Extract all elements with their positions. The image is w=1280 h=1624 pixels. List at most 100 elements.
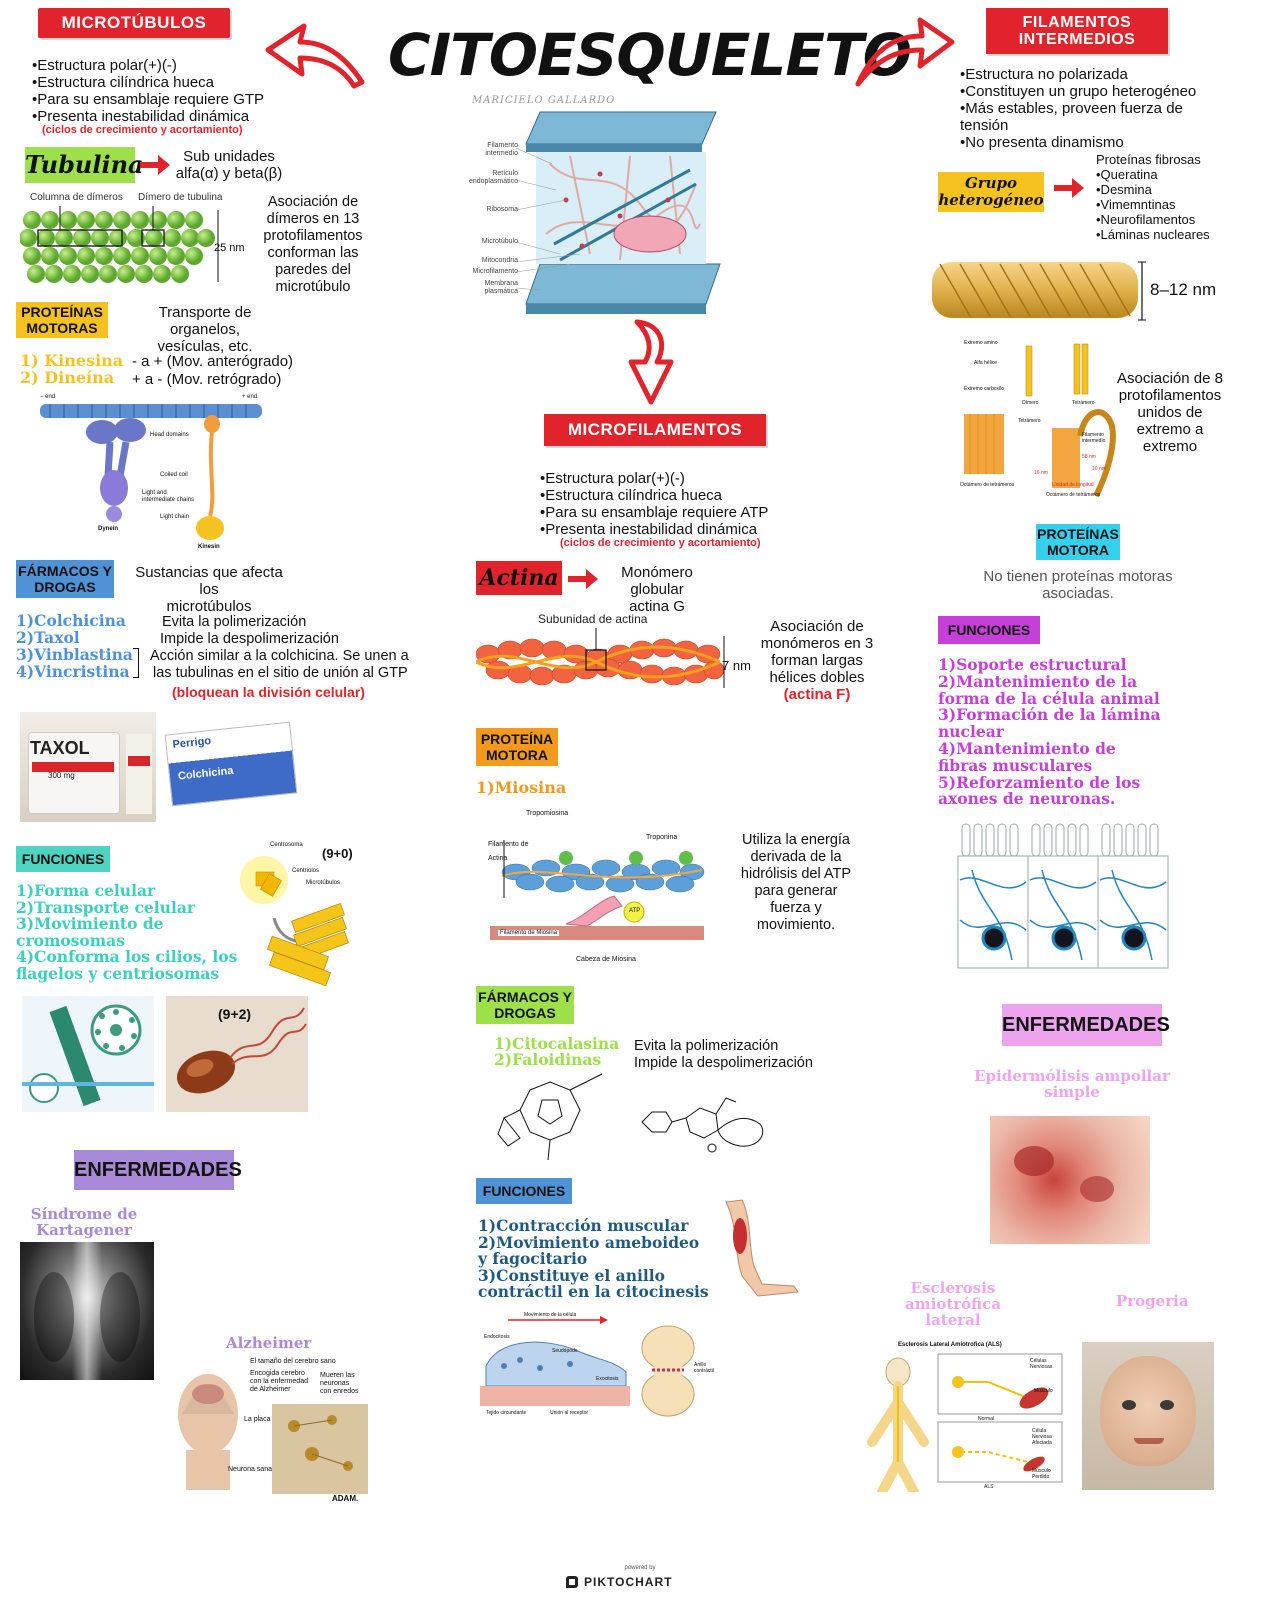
fig-label: El tamaño del cerebro sano xyxy=(250,1358,336,1365)
arrow-right-icon xyxy=(855,17,955,87)
fig-label: Dímero xyxy=(1022,400,1039,406)
assoc-line: protofilamentos xyxy=(263,228,363,244)
cytochalasin-structure xyxy=(641,1097,764,1153)
fig-label: Dynein xyxy=(98,526,119,532)
label-line: MOTORAS xyxy=(26,320,98,336)
label-line: PROTEÍNAS xyxy=(1037,526,1119,542)
cytokinesis-figure: Anillo contráctil xyxy=(638,1322,718,1418)
desc-line: asociadas. xyxy=(1042,585,1114,602)
microfilamentos-drugs: 1)Citocalasina 2)Faloidinas xyxy=(494,1036,619,1068)
fig-line: plasmática xyxy=(484,288,518,295)
filamentos-assoc: Asociación de 8 protofilamentos unidos d… xyxy=(1114,370,1226,455)
fig-label: Exocitosis xyxy=(596,1376,619,1382)
alzheimer-figure: El tamaño del cerebro sano Encogida cere… xyxy=(172,1354,372,1504)
bracket-icon xyxy=(133,648,139,678)
fig-label: Unión al receptor xyxy=(550,1410,589,1416)
microtubulos-funciones: 1)Forma celular 2)Transporte celular 3)M… xyxy=(16,882,238,982)
fig-label: Microtúbulos xyxy=(306,880,341,886)
fig-label: Filamento intermedio xyxy=(1082,432,1106,444)
fig-label: Filamento intermedio xyxy=(474,142,518,158)
centrosome-figure: Centrosoma Centriolos Microtúbulos (9+0) xyxy=(234,838,364,988)
prop-line: •Estructura polar(+)(-) xyxy=(540,470,685,487)
fig-label: Esclerosis Lateral Amiotrofica (ALS) xyxy=(898,1342,1002,1348)
desc-line: alfa(α) y beta(β) xyxy=(175,165,283,182)
fig-label: Alfa hélice xyxy=(974,360,998,366)
miosina-label: 1)Miosina xyxy=(476,778,567,797)
fig-label: Mueren las neuronas con enredos xyxy=(320,1372,359,1396)
desc-line: actina G xyxy=(629,598,685,615)
prop-line: •No presenta dinamismo xyxy=(960,134,1124,151)
als-figure: Esclerosis Lateral Amiotrofica (ALS) Cél… xyxy=(858,1342,1068,1492)
prop-line: •Estructura polar(+)(-) xyxy=(32,57,177,74)
microfilamentos-drug-effects: Evita la polimerización Impide la despol… xyxy=(634,1038,813,1072)
tubulina-label: Tubulina xyxy=(25,147,144,183)
taxol-text: TAXOL xyxy=(30,738,90,758)
fig-label: Filamento de Miosina xyxy=(498,930,560,936)
fig-label: Microtúbulo xyxy=(481,238,518,245)
fig-label: 25 nm xyxy=(214,242,245,254)
funcion-item: cromosomas xyxy=(16,930,125,950)
fig-label: Unidad de longitud xyxy=(1052,482,1094,488)
fig-label: (9+2) xyxy=(218,1006,252,1022)
assoc-line: extremo xyxy=(1142,438,1198,455)
taxol-mg: 300 mg xyxy=(48,771,75,780)
label-line: DROGAS xyxy=(34,579,96,595)
fig-line: de Alzheimer xyxy=(250,1386,291,1393)
fig-label: Normal xyxy=(978,1416,995,1422)
fig-line: Encogida cerebro xyxy=(250,1370,305,1377)
assoc-line: paredes del xyxy=(275,262,351,278)
farmacos-label-microfilamentos: FÁRMACOS Y DROGAS xyxy=(476,986,574,1024)
arrow-left-icon xyxy=(265,23,365,89)
assoc-line: extremo a xyxy=(1136,421,1204,438)
page-title: CITOESQUELETO xyxy=(388,21,912,89)
farmacos-label: FÁRMACOS Y DROGAS xyxy=(16,560,114,598)
funcion-item: 4)Mantenimiento de xyxy=(938,738,1116,758)
funcion-item: 5)Reforzamiento de los xyxy=(938,772,1141,792)
fig-label: ATP xyxy=(629,908,641,914)
assoc-note: (actina F) xyxy=(783,686,851,703)
fig-label: Coiled coil xyxy=(160,472,188,478)
fig-label: La placa xyxy=(244,1416,271,1423)
taxol-photo: TAXOL 300 mg xyxy=(20,712,156,822)
funcion-item: 4)Conforma los cilios, los xyxy=(16,947,238,966)
prop-line: •Estructura cilíndrica hueca xyxy=(32,74,214,91)
drug-list: 1)Colchicina 2)Taxol 3)Vinblastina 4)Vin… xyxy=(16,612,133,680)
assoc-line: conforman las xyxy=(267,245,359,261)
label-line: PROTEÍNA xyxy=(480,731,554,747)
funcion-item: 2)Transporte celular xyxy=(16,897,196,917)
fig-label: Retículo endoplasmático xyxy=(454,170,518,186)
grupo-list: Proteínas fibrosas •Queratina •Desmina •… xyxy=(1096,152,1210,242)
fig-label: 58 nm xyxy=(1082,454,1096,460)
fig-label: Subunidad de actina xyxy=(538,612,648,626)
fig-label: Anillo contráctil xyxy=(694,1362,715,1374)
motor-proteins-figure: − end + end Head domains Coiled coil Lig… xyxy=(30,394,270,552)
drug-note: (bloquean la división celular) xyxy=(172,684,365,700)
label-line: heterogéneo xyxy=(938,191,1044,209)
cell-cytoskeleton-figure: Filamento intermedio Retículo endoplasmá… xyxy=(469,104,730,324)
fig-label: Extremo amino xyxy=(964,340,998,346)
funciones-label-microfilamentos: FUNCIONES xyxy=(476,1178,572,1204)
cell-movement-figure: Movimiento de la célula Endocitosis Seud… xyxy=(480,1312,630,1420)
tetramer-assembly-figure: Extremo amino Alfa hélice Extremo carbox… xyxy=(956,336,1116,506)
fig-label: Neurona sana xyxy=(228,1466,272,1473)
fig-label: Head domains xyxy=(150,432,189,438)
prop-line: •Presenta inestabilidad dinámica xyxy=(540,521,758,538)
assoc-line: unidos de xyxy=(1137,404,1203,421)
piktochart-logo-icon xyxy=(566,1576,578,1588)
proteinas-motora-label-fi: PROTEÍNAS MOTORA xyxy=(1036,524,1120,560)
fig-label: Troponina xyxy=(646,834,678,841)
fig-label: Centrosoma xyxy=(270,842,303,848)
fig-label: intermediate chains xyxy=(142,497,195,503)
funcion-item: axones de neuronas. xyxy=(938,789,1116,809)
fig-line: Membrana xyxy=(484,280,518,287)
desc-line: movimiento. xyxy=(756,917,836,933)
desc-line: Utiliza la energía xyxy=(742,832,850,848)
enfermedades-label-fi: ENFERMEDADES xyxy=(1002,1004,1170,1046)
desc-line: Sub unidades xyxy=(183,148,275,165)
prop-line: •Para su ensamblaje requiere ATP xyxy=(540,504,769,521)
fig-label: Octámero de tetrámeros xyxy=(1046,492,1101,498)
drug-item: 1)Citocalasina xyxy=(494,1034,620,1053)
esclerosis-title: Esclerosis amiotrófica lateral xyxy=(888,1280,1018,1328)
enfermedades-label-microtubulos: ENFERMEDADES xyxy=(74,1150,242,1190)
effect-line: Evita la polimerización xyxy=(162,614,307,630)
